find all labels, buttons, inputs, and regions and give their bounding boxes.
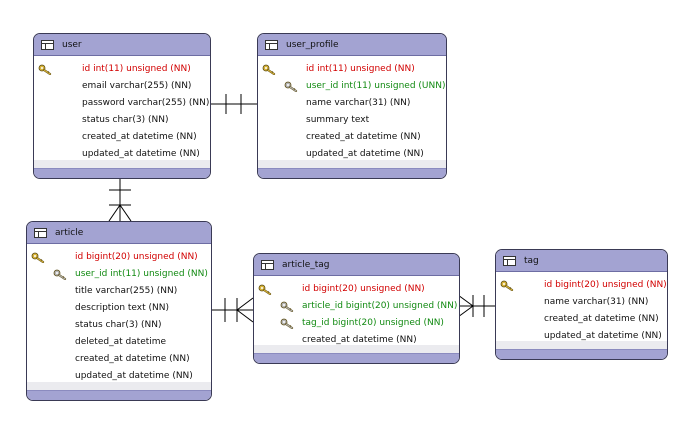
- primary-key-icon: [38, 64, 52, 75]
- entity-user-profile[interactable]: user_profile id int(11) unsigned (NN) us…: [257, 33, 447, 179]
- entity-footer: [258, 160, 446, 178]
- entity-header[interactable]: tag: [496, 250, 667, 272]
- entity-footer: [34, 160, 210, 178]
- column-text: id int(11) unsigned (NN): [306, 64, 415, 74]
- column-row[interactable]: title varchar(255) (NN): [27, 283, 211, 300]
- column-row[interactable]: created_at datetime (NN): [27, 351, 211, 368]
- column-row[interactable]: id int(11) unsigned (NN): [34, 61, 210, 78]
- column-text: email varchar(255) (NN): [82, 81, 192, 91]
- entity-tag[interactable]: tag id bigint(20) unsigned (NN) name var…: [495, 249, 668, 360]
- relationship-tag-article-tag: [457, 294, 495, 318]
- column-text: updated_at datetime (NN): [75, 371, 193, 381]
- table-icon: [34, 227, 47, 238]
- primary-key-icon: [31, 252, 45, 263]
- column-text: description text (NN): [75, 303, 170, 313]
- entity-header[interactable]: article_tag: [254, 254, 459, 276]
- foreign-key-icon: [284, 81, 298, 92]
- entity-header[interactable]: user: [34, 34, 210, 56]
- column-text: id bigint(20) unsigned (NN): [75, 252, 198, 262]
- column-row[interactable]: created_at datetime (NN): [34, 129, 210, 146]
- column-row[interactable]: updated_at datetime (NN): [258, 146, 446, 163]
- entity-user[interactable]: user id int(11) unsigned (NN) email varc…: [33, 33, 211, 179]
- column-row[interactable]: description text (NN): [27, 300, 211, 317]
- column-row[interactable]: status char(3) (NN): [34, 112, 210, 129]
- column-row[interactable]: deleted_at datetime: [27, 334, 211, 351]
- column-text: created_at datetime (NN): [302, 335, 417, 345]
- column-text: id bigint(20) unsigned (NN): [544, 280, 667, 290]
- column-text: updated_at datetime (NN): [306, 149, 424, 159]
- foreign-key-icon: [53, 269, 67, 280]
- column-row[interactable]: tag_id bigint(20) unsigned (NN): [254, 315, 459, 332]
- column-row[interactable]: name varchar(31) (NN): [496, 294, 667, 311]
- column-row[interactable]: updated_at datetime (NN): [496, 328, 667, 345]
- column-row[interactable]: id int(11) unsigned (NN): [258, 61, 446, 78]
- column-row[interactable]: summary text: [258, 112, 446, 129]
- column-row[interactable]: password varchar(255) (NN): [34, 95, 210, 112]
- column-text: name varchar(31) (NN): [544, 297, 649, 307]
- entity-title: tag: [524, 255, 539, 266]
- entity-header[interactable]: user_profile: [258, 34, 446, 56]
- column-text: name varchar(31) (NN): [306, 98, 411, 108]
- column-text: id int(11) unsigned (NN): [82, 64, 191, 74]
- entity-article-tag[interactable]: article_tag id bigint(20) unsigned (NN) …: [253, 253, 460, 364]
- column-text: updated_at datetime (NN): [82, 149, 200, 159]
- table-icon: [265, 39, 278, 50]
- table-icon: [261, 259, 274, 270]
- column-text: password varchar(255) (NN): [82, 98, 210, 108]
- column-row[interactable]: id bigint(20) unsigned (NN): [496, 277, 667, 294]
- column-text: created_at datetime (NN): [306, 132, 421, 142]
- column-text: updated_at datetime (NN): [544, 331, 662, 341]
- column-text: id bigint(20) unsigned (NN): [302, 284, 425, 294]
- column-text: summary text: [306, 115, 370, 125]
- primary-key-icon: [258, 284, 272, 295]
- foreign-key-icon: [280, 301, 294, 312]
- entity-title: user_profile: [286, 39, 339, 50]
- column-row[interactable]: id bigint(20) unsigned (NN): [254, 281, 459, 298]
- table-icon: [503, 255, 516, 266]
- column-row[interactable]: user_id int(11) unsigned (UNN): [258, 78, 446, 95]
- primary-key-icon: [262, 64, 276, 75]
- column-text: created_at datetime (NN): [544, 314, 659, 324]
- primary-key-icon: [500, 280, 514, 291]
- entity-footer: [254, 345, 459, 363]
- column-text: created_at datetime (NN): [82, 132, 197, 142]
- column-text: status char(3) (NN): [82, 115, 169, 125]
- column-text: title varchar(255) (NN): [75, 286, 178, 296]
- entity-header[interactable]: article: [27, 222, 211, 244]
- column-text: user_id int(11) unsigned (UNN): [306, 81, 446, 91]
- relationship-article-article-tag: [211, 297, 254, 323]
- column-row[interactable]: name varchar(31) (NN): [258, 95, 446, 112]
- column-text: created_at datetime (NN): [75, 354, 190, 364]
- column-row[interactable]: status char(3) (NN): [27, 317, 211, 334]
- column-row[interactable]: updated_at datetime (NN): [34, 146, 210, 163]
- column-row[interactable]: created_at datetime (NN): [254, 332, 459, 349]
- relationship-user-article: [108, 178, 132, 222]
- table-icon: [41, 39, 54, 50]
- entity-article[interactable]: article id bigint(20) unsigned (NN) user…: [26, 221, 212, 401]
- column-text: user_id int(11) unsigned (NN): [75, 269, 208, 279]
- column-row[interactable]: created_at datetime (NN): [496, 311, 667, 328]
- column-row[interactable]: updated_at datetime (NN): [27, 368, 211, 385]
- column-text: status char(3) (NN): [75, 320, 162, 330]
- column-row[interactable]: id bigint(20) unsigned (NN): [27, 249, 211, 266]
- entity-title: article: [55, 227, 84, 238]
- column-text: article_id bigint(20) unsigned (NN): [302, 301, 458, 311]
- column-row[interactable]: email varchar(255) (NN): [34, 78, 210, 95]
- entity-footer: [496, 341, 667, 359]
- relationship-user-user-profile: [210, 94, 257, 114]
- column-text: tag_id bigint(20) unsigned (NN): [302, 318, 444, 328]
- entity-title: article_tag: [282, 259, 330, 270]
- column-row[interactable]: article_id bigint(20) unsigned (NN): [254, 298, 459, 315]
- column-text: deleted_at datetime: [75, 337, 167, 347]
- foreign-key-icon: [280, 318, 294, 329]
- column-row[interactable]: user_id int(11) unsigned (NN): [27, 266, 211, 283]
- entity-title: user: [62, 39, 82, 50]
- entity-footer: [27, 382, 211, 400]
- column-row[interactable]: created_at datetime (NN): [258, 129, 446, 146]
